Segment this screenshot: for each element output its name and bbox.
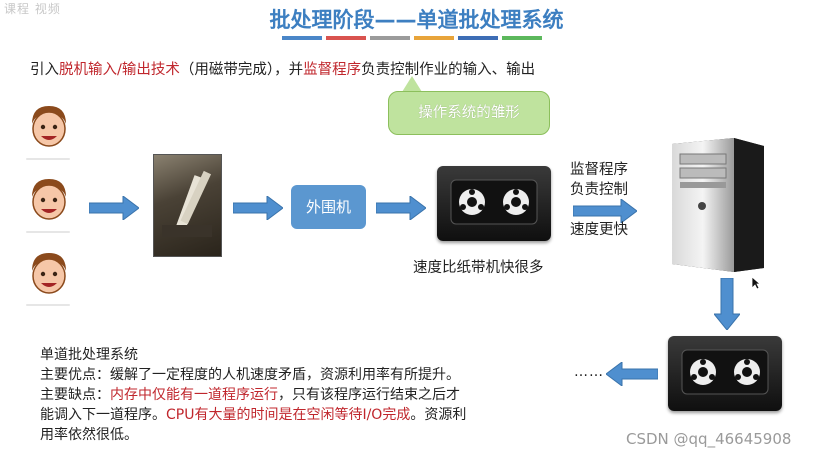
title-color-bars bbox=[282, 36, 542, 40]
arrow-right-icon bbox=[376, 196, 426, 220]
callout-tail bbox=[402, 76, 422, 92]
summary-cons-line1: 主要缺点：内存中仅能有一道程序运行，只有该程序运行结束之后才 bbox=[40, 387, 460, 403]
monitor-text-line1: 监督程序 bbox=[570, 162, 628, 178]
arrow-right-icon bbox=[573, 199, 637, 223]
person-face-icon bbox=[32, 179, 66, 220]
summary-title: 单道批处理系统 bbox=[40, 347, 138, 363]
arrow-right-icon bbox=[233, 196, 283, 220]
server-tower-icon bbox=[672, 138, 764, 272]
tape-reel-icon bbox=[690, 359, 716, 385]
face-shadow bbox=[26, 304, 70, 306]
face-shadow bbox=[26, 158, 70, 160]
slide-title: 批处理阶段——单道批处理系统 bbox=[269, 8, 564, 32]
summary-block: 单道批处理系统 主要优点：缓解了一定程度的人机速度矛盾，资源利用率有所提升。 主… bbox=[40, 345, 570, 445]
tape-speed-caption: 速度比纸带机快很多 bbox=[413, 260, 544, 276]
summary-cons-line3: 用率依然很低。 bbox=[40, 427, 138, 443]
tape-reel-icon bbox=[503, 189, 529, 215]
intro-highlight-offline-io: 脱机输入/输出技术 bbox=[59, 62, 180, 78]
tape-reel-icon bbox=[459, 189, 485, 215]
summary-pros: 主要优点：缓解了一定程度的人机速度矛盾，资源利用率有所提升。 bbox=[40, 367, 460, 383]
mouse-cursor-icon bbox=[751, 276, 761, 290]
person-face-icon bbox=[32, 253, 66, 294]
intro-highlight-monitor: 监督程序 bbox=[303, 62, 362, 78]
arrow-left-icon bbox=[606, 362, 658, 386]
monitor-text-line2: 负责控制 bbox=[570, 182, 628, 198]
magnetic-tape-device bbox=[437, 166, 551, 241]
paper-tape-icon bbox=[162, 170, 212, 237]
cons-highlight-cpu-idle: CPU有大量的时间是在空闲等待I/O完成 bbox=[166, 407, 411, 423]
callout-os-prototype: 操作系统的雏形 bbox=[388, 91, 550, 135]
monitor-text-line3: 速度更快 bbox=[570, 222, 628, 238]
arrow-down-icon bbox=[714, 278, 740, 330]
ellipsis-text: …… bbox=[574, 364, 604, 380]
corner-watermark: 课程 视频 bbox=[4, 2, 61, 16]
tape-reel-icon bbox=[734, 359, 760, 385]
peripheral-machine-box: 外围机 bbox=[291, 185, 366, 229]
arrow-right-icon bbox=[89, 196, 139, 220]
summary-cons-line2: 能调入下一道程序。CPU有大量的时间是在空闲等待I/O完成。资源利 bbox=[40, 407, 467, 423]
cons-highlight-single-program: 内存中仅能有一道程序运行 bbox=[110, 387, 278, 403]
magnetic-tape-device bbox=[668, 336, 782, 411]
intro-sentence: 引入脱机输入/输出技术（用磁带完成），并监督程序负责控制作业的输入、输出 bbox=[30, 62, 536, 78]
csdn-watermark: CSDN @qq_46645908 bbox=[626, 430, 792, 448]
face-shadow bbox=[26, 231, 70, 233]
card-reader-image bbox=[153, 154, 222, 257]
person-face-icon bbox=[32, 106, 66, 147]
